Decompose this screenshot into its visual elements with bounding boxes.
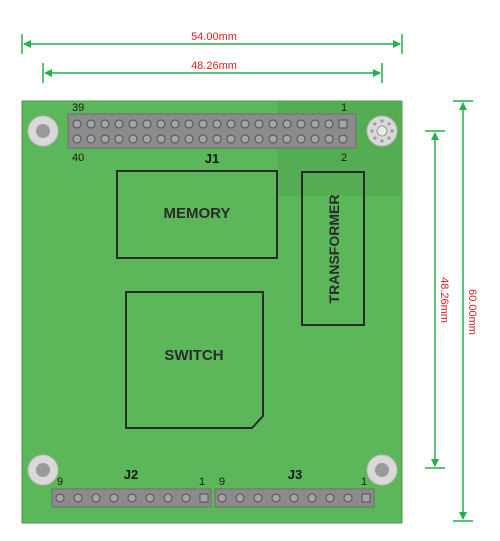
j1-pin [100, 134, 110, 144]
j3-pin [217, 493, 227, 503]
j1-pin [128, 119, 138, 129]
j2-pin [91, 493, 101, 503]
j1-pin [338, 134, 348, 144]
j2-pin [55, 493, 65, 503]
j2-pin [73, 493, 83, 503]
dimension-height-inner: 48.26mm [425, 130, 450, 469]
via-hole [387, 122, 391, 126]
switch-label: SWITCH [164, 347, 223, 364]
j1-pin [170, 134, 180, 144]
j3-pin [271, 493, 281, 503]
via-hole [370, 129, 374, 133]
memory-label: MEMORY [164, 205, 231, 222]
j1-pin-39-label: 39 [72, 102, 84, 114]
j2-pins [55, 493, 209, 503]
j1-pin [198, 134, 208, 144]
j1-pin [268, 119, 278, 129]
j1-pin [156, 134, 166, 144]
j2-pin [127, 493, 137, 503]
j1-pin [282, 119, 292, 129]
dimension-width-outer-label: 54.00mm [191, 31, 237, 43]
j1-pin [268, 134, 278, 144]
mounting-hole-bottom-right [366, 454, 398, 486]
j3-pin [343, 493, 353, 503]
j1-pin [184, 134, 194, 144]
j1-pin [296, 119, 306, 129]
mounting-hole-bottom-left [27, 454, 59, 486]
j3-pin-9-label: 9 [219, 476, 225, 488]
j3-pin [253, 493, 263, 503]
j3-pins [217, 493, 371, 503]
j3-pin [289, 493, 299, 503]
j2-label: J2 [124, 467, 138, 482]
j1-pin [324, 134, 334, 144]
via-hole [380, 139, 384, 143]
j3-pin [361, 493, 371, 503]
mounting-hole-top-right [366, 115, 398, 147]
dimension-height-outer-label: 60.00mm [466, 289, 478, 335]
j1-pin [324, 119, 334, 129]
j2-pin [163, 493, 173, 503]
dimension-width-inner: 48.26mm [42, 60, 383, 83]
j1-pin [226, 119, 236, 129]
j1-pin [296, 134, 306, 144]
j1-pin-1-label: 1 [341, 102, 347, 114]
j1-pin [254, 119, 264, 129]
j1-pin [72, 119, 82, 129]
j1-pin [72, 134, 82, 144]
transformer-component [301, 171, 365, 326]
j2-pin-9-label: 9 [57, 476, 63, 488]
dimension-width-outer: 54.00mm [21, 31, 403, 54]
j1-pin [114, 134, 124, 144]
j1-pin [226, 134, 236, 144]
j1-pins [72, 119, 348, 144]
j3-pin [307, 493, 317, 503]
j1-pin [240, 119, 250, 129]
memory-chip [116, 170, 278, 259]
j1-pin [86, 134, 96, 144]
dimension-height-inner-label: 48.26mm [438, 277, 450, 323]
j3-pin [235, 493, 245, 503]
j1-pin [282, 134, 292, 144]
j3-pin-1-label: 1 [361, 476, 367, 488]
j1-pin-40-label: 40 [72, 152, 84, 164]
j1-pin [184, 119, 194, 129]
j3-label: J3 [288, 467, 302, 482]
j2-pin [199, 493, 209, 503]
j1-pin [86, 119, 96, 129]
switch-chip [125, 291, 264, 429]
via-hole [387, 136, 391, 140]
j1-pin [156, 119, 166, 129]
j2-pin [145, 493, 155, 503]
j1-pin [212, 119, 222, 129]
j1-label: J1 [205, 151, 219, 166]
j2-pin [109, 493, 119, 503]
dimension-width-inner-label: 48.26mm [191, 60, 237, 72]
j1-pin [100, 119, 110, 129]
via-hole [373, 136, 377, 140]
mounting-hole-top-left [27, 115, 59, 147]
j1-pin [254, 134, 264, 144]
via-hole [390, 129, 394, 133]
j1-pin [338, 119, 348, 129]
j1-pin [142, 134, 152, 144]
transformer-label: TRANSFORMER [326, 195, 342, 304]
j1-pin [170, 119, 180, 129]
j1-pin [128, 134, 138, 144]
via-hole [373, 122, 377, 126]
j1-pin-2-label: 2 [341, 152, 347, 164]
via-hole [380, 119, 384, 123]
j3-pin [325, 493, 335, 503]
j1-pin [142, 119, 152, 129]
j2-pin [181, 493, 191, 503]
j2-pin-1-label: 1 [199, 476, 205, 488]
j1-pin [212, 134, 222, 144]
j1-pin [114, 119, 124, 129]
dimension-height-outer: 60.00mm [453, 100, 478, 522]
j1-pin [310, 134, 320, 144]
j1-pin [240, 134, 250, 144]
j1-pin [198, 119, 208, 129]
j1-pin [310, 119, 320, 129]
